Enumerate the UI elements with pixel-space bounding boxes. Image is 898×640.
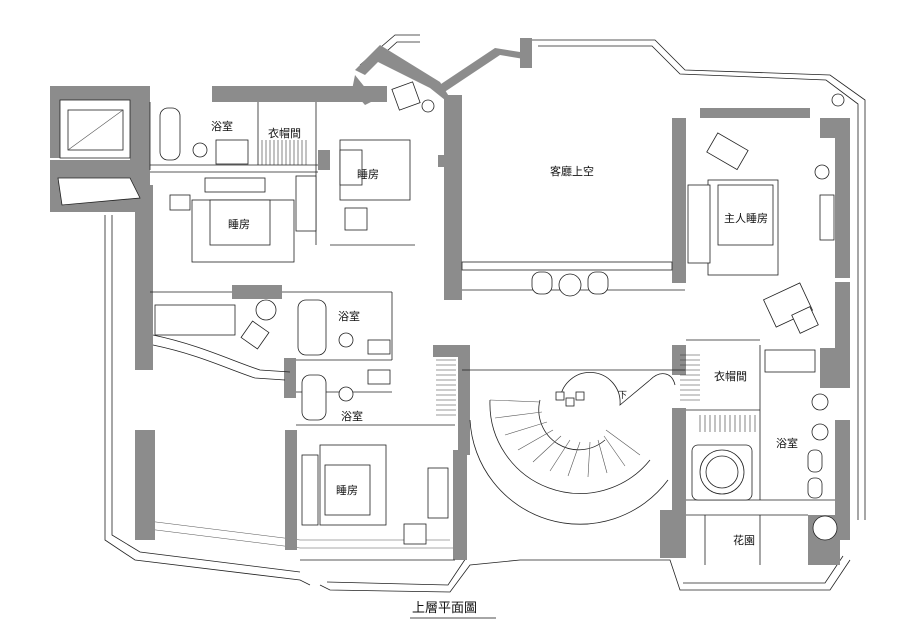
outer-outline	[104, 34, 866, 593]
label-stair-down: 下	[618, 391, 627, 401]
label-bedroom-left: 睡房	[228, 218, 250, 231]
room-labels: 浴室 衣帽間 睡房 睡房 客廳上空 主人睡房 浴室 浴室 衣帽間 浴室 睡房 花…	[211, 119, 798, 547]
spiral-staircase	[469, 371, 676, 525]
label-closet-top: 衣帽間	[268, 126, 301, 140]
label-living-upper: 客廳上空	[550, 164, 594, 178]
plan-title: 上層平面圖	[412, 601, 477, 616]
label-closet-right: 衣帽間	[714, 369, 747, 383]
label-bath-lower: 浴室	[341, 409, 363, 423]
interior-lines	[57, 99, 835, 565]
label-bath-mid: 浴室	[338, 309, 360, 323]
label-bedroom-bottom: 睡房	[336, 484, 358, 497]
label-bedroom-center: 睡房	[357, 168, 379, 181]
label-master-bedroom: 主人睡房	[724, 212, 768, 225]
label-bath-top: 浴室	[211, 119, 233, 133]
label-garden: 花園	[733, 534, 755, 547]
fixtures	[159, 81, 845, 545]
label-bath-right: 浴室	[776, 436, 798, 450]
